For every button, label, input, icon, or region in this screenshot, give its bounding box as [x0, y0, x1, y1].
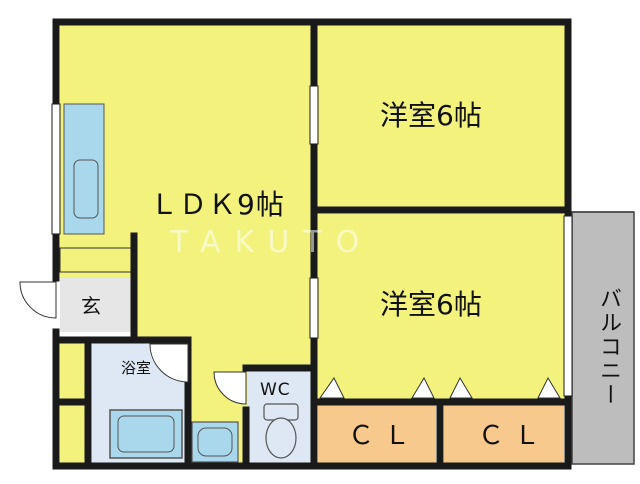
- closet-2-floor: [444, 404, 564, 464]
- storage-floor-upper: [60, 342, 86, 400]
- kitchen-sink: [73, 159, 99, 219]
- toilet-bowl: [265, 417, 297, 459]
- entrance-floor: [60, 278, 132, 332]
- bathtub-inner: [117, 415, 175, 453]
- balcony-label: バルコニー: [596, 287, 621, 407]
- western-room-2-floor: [316, 214, 566, 400]
- western-room-1-floor: [316, 24, 566, 210]
- washbasin-bowl: [197, 427, 233, 457]
- closet-2-label: ＣＬ: [478, 421, 551, 451]
- watermark: TAKUTO: [170, 225, 374, 260]
- western-room-2-label: 洋室6帖: [380, 288, 482, 321]
- toilet-label: WC: [260, 380, 291, 400]
- ldk-label: ＬＤＫ9帖: [150, 188, 285, 221]
- entrance-label: 玄: [81, 294, 101, 318]
- closet-1-floor: [318, 404, 436, 464]
- closet-1-label: ＣＬ: [348, 421, 421, 451]
- doors: [19, 281, 561, 405]
- storage-floor-lower: [60, 404, 86, 464]
- bathroom-label: 浴室: [121, 359, 152, 377]
- western-room-1-label: 洋室6帖: [380, 99, 482, 132]
- windows: [51, 85, 573, 397]
- balcony-floor: [571, 211, 635, 465]
- shoe-cabinet: [59, 247, 133, 273]
